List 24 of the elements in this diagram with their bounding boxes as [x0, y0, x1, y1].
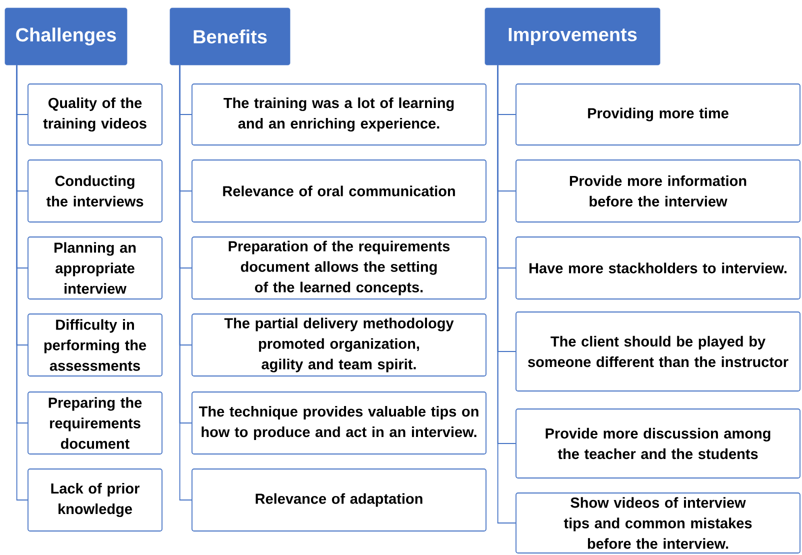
- item-box: The partial delivery methodology promoted organization, agility and team spirit.: [192, 314, 486, 376]
- item-box: Show videos of interview tips and common mistakes before the interview.: [516, 492, 800, 554]
- item-box: Provide more information before the interview: [516, 160, 800, 222]
- item-box: The training was a lot of learning and an enriching experience.: [192, 84, 486, 146]
- item-box: The client should be played by someone different than the instructor: [516, 312, 800, 392]
- header-box: Improvements: [484, 8, 660, 66]
- item-box: Providing more time: [516, 84, 800, 146]
- item-box: Have more stackholders to interview.: [516, 236, 800, 300]
- item-box: Difficulty in performing the assessments: [28, 314, 162, 376]
- item-box: Planning an appropriate interview: [28, 236, 162, 300]
- item-box: Lack of prior knowledge: [28, 468, 162, 532]
- item-box: Preparation of the requirements document allows the setting of the learned concepts.: [192, 236, 486, 300]
- item-box: Preparing the requirements document: [28, 392, 162, 454]
- item-box: Relevance of adaptation: [192, 468, 486, 532]
- item-box: Relevance of oral communication: [192, 160, 486, 222]
- connector-line: [497, 64, 516, 524]
- item-box: Quality of the training videos: [28, 84, 162, 146]
- header-box: Benefits: [170, 8, 290, 66]
- item-box: Conducting the interviews: [28, 160, 162, 222]
- item-box: The technique provides valuable tips on how to produce and act in an interview.: [192, 392, 486, 454]
- connector-line: [179, 64, 192, 500]
- header-box: Challenges: [4, 8, 128, 66]
- item-box: Provide more discussion among the teacher and the students: [516, 408, 800, 478]
- connector-line: [16, 64, 28, 500]
